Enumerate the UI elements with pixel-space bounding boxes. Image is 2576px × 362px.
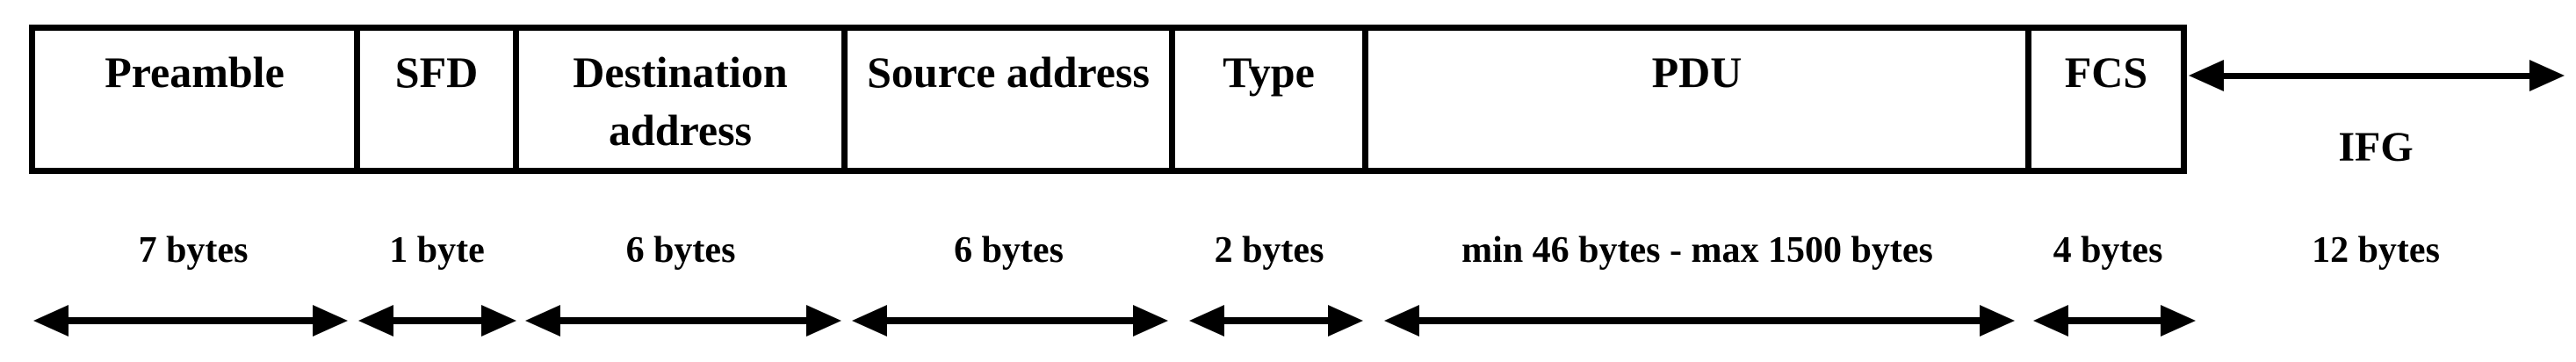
size-label-sfd: 1 byte: [389, 230, 485, 271]
arrow-shaft: [553, 317, 813, 324]
width-arrow-destination-address: [525, 305, 841, 337]
arrowhead-right-icon: [1980, 305, 2015, 337]
arrow-shaft: [386, 317, 488, 324]
segment-label: FCS: [2064, 47, 2148, 97]
frame-segment-destination-address: Destination address: [519, 31, 848, 168]
arrowhead-right-icon: [2529, 60, 2565, 91]
frame-segment-pdu: PDU: [1368, 31, 2031, 168]
arrow-shaft: [1412, 317, 1987, 324]
size-label-destination-address: 6 bytes: [625, 230, 736, 271]
size-label-pdu: min 46 bytes - max 1500 bytes: [1461, 230, 1933, 271]
frame-segment-source-address: Source address: [848, 31, 1175, 168]
frame-box: Preamble SFD Destination address Source …: [29, 25, 2187, 174]
arrow-shaft: [1217, 317, 1335, 324]
segment-label: Preamble: [105, 47, 285, 97]
size-label-fcs: 4 bytes: [2053, 230, 2163, 271]
width-arrow-type: [1189, 305, 1363, 337]
arrowhead-right-icon: [481, 305, 516, 337]
arrow-shaft: [880, 317, 1140, 324]
width-arrow-pdu: [1384, 305, 2015, 337]
size-label-preamble: 7 bytes: [138, 230, 249, 271]
segment-label: Destination address: [573, 47, 788, 155]
ifg-label: IFG: [2338, 124, 2414, 170]
arrowhead-right-icon: [2161, 305, 2196, 337]
arrowhead-right-icon: [1133, 305, 1168, 337]
frame-segment-type: Type: [1175, 31, 1368, 168]
arrow-shaft: [2061, 317, 2168, 324]
segment-label: Type: [1223, 47, 1315, 97]
width-arrow-fcs: [2033, 305, 2196, 337]
frame-segment-fcs: FCS: [2031, 31, 2181, 168]
arrowhead-right-icon: [313, 305, 348, 337]
ifg-width-arrow: [2189, 60, 2565, 91]
width-arrow-source-address: [852, 305, 1168, 337]
segment-label: Source address: [867, 47, 1150, 97]
size-label-ifg: 12 bytes: [2312, 230, 2440, 271]
size-label-type: 2 bytes: [1214, 230, 1324, 271]
segment-label: PDU: [1651, 47, 1743, 97]
segment-label: SFD: [394, 47, 479, 97]
arrowhead-right-icon: [1328, 305, 1363, 337]
width-arrow-sfd: [358, 305, 516, 337]
size-label-source-address: 6 bytes: [954, 230, 1064, 271]
arrow-shaft: [61, 317, 320, 324]
frame-segment-preamble: Preamble: [35, 31, 360, 168]
width-arrow-preamble: [33, 305, 348, 337]
arrow-shaft: [2215, 73, 2538, 79]
arrowhead-right-icon: [806, 305, 841, 337]
frame-segment-sfd: SFD: [360, 31, 519, 168]
